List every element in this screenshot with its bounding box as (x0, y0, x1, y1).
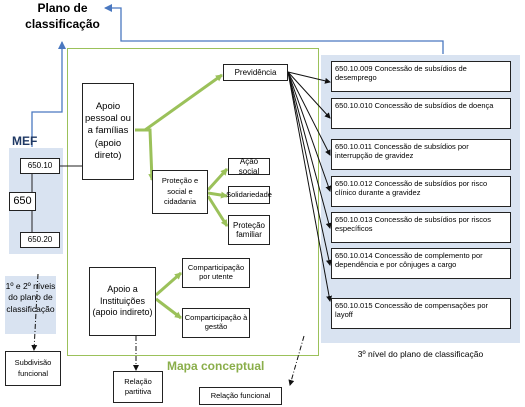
third-level-caption: 3º nível do plano de classificação (357, 349, 484, 359)
item-text: Concessão de subsídios por risco clínico… (335, 179, 488, 197)
node-protecao: Proteção e social e cidadania (152, 170, 208, 214)
mef-code-mid: 650 (9, 192, 36, 211)
third-level-item: 650.10.015 Concessão de compensações por… (331, 298, 511, 329)
legend-relacao-partitiva: Relação partitiva (113, 371, 163, 403)
item-code: 650.10.011 (335, 142, 372, 151)
third-level-item: 650.10.012 Concessão de subsídios por ri… (331, 176, 511, 207)
node-comp-gestao: Comparticipação à gestão (182, 308, 250, 338)
item-code: 650.10.015 (335, 301, 373, 310)
concept-map-label: Mapa conceptual (167, 359, 265, 373)
third-level-item: 650.10.014 Concessão de complemento por … (331, 248, 511, 279)
item-code: 650.10.013 (335, 215, 373, 224)
item-text: Concessão de subsídios de desemprego (335, 64, 467, 82)
node-protecao-familiar: Proteção familiar (228, 215, 270, 245)
node-apoio-instituicoes: Apoio a Instituições (apoio indireto) (89, 267, 156, 336)
diagram-title: Plano de classificação (25, 1, 100, 31)
item-text: Concessão de complemento por dependência… (335, 251, 483, 269)
legend-relacao-funcional: Relação funcional (199, 387, 282, 405)
third-level-item: 650.10.010 Concessão de subsídios de doe… (331, 98, 511, 129)
item-text: Concessão de subsídios de doença (374, 101, 494, 110)
third-level-item: 650.10.009 Concessão de subsídios de des… (331, 61, 511, 92)
item-text: Concessão de compensações por layoff (335, 301, 489, 319)
item-code: 650.10.010 (335, 101, 373, 110)
node-comp-utente: Comparticipação por utente (182, 258, 250, 288)
mef-code-top: 650.10 (20, 158, 60, 174)
item-code: 650.10.012 (335, 179, 373, 188)
third-level-item: 650.10.011 Concessão de subsídios por in… (331, 139, 511, 170)
third-level-item: 650.10.013 Concessão de subsídios por ri… (331, 212, 511, 243)
legend-subdivisao-funcional: Subdivisão funcional (5, 351, 61, 386)
mef-code-bottom: 650.20 (20, 232, 60, 248)
node-apoio-pessoal: Apoio pessoal ou a famílias (apoio diret… (82, 83, 134, 180)
node-previdencia: Previdência (223, 64, 288, 81)
node-solidariedade: Solidariedade (226, 186, 272, 204)
levels-caption-panel (5, 276, 56, 334)
node-acao-social: Ação social (228, 157, 270, 176)
item-code: 650.10.014 (335, 251, 373, 260)
item-code: 650.10.009 (335, 64, 373, 73)
item-text: Concessão de subsídios por riscos especí… (335, 215, 491, 233)
levels-caption: 1º e 2º níveis do plano de classificação (5, 281, 56, 314)
item-text: Concessão de subsídios por interrupção d… (335, 142, 469, 160)
mef-label: MEF (12, 134, 38, 148)
